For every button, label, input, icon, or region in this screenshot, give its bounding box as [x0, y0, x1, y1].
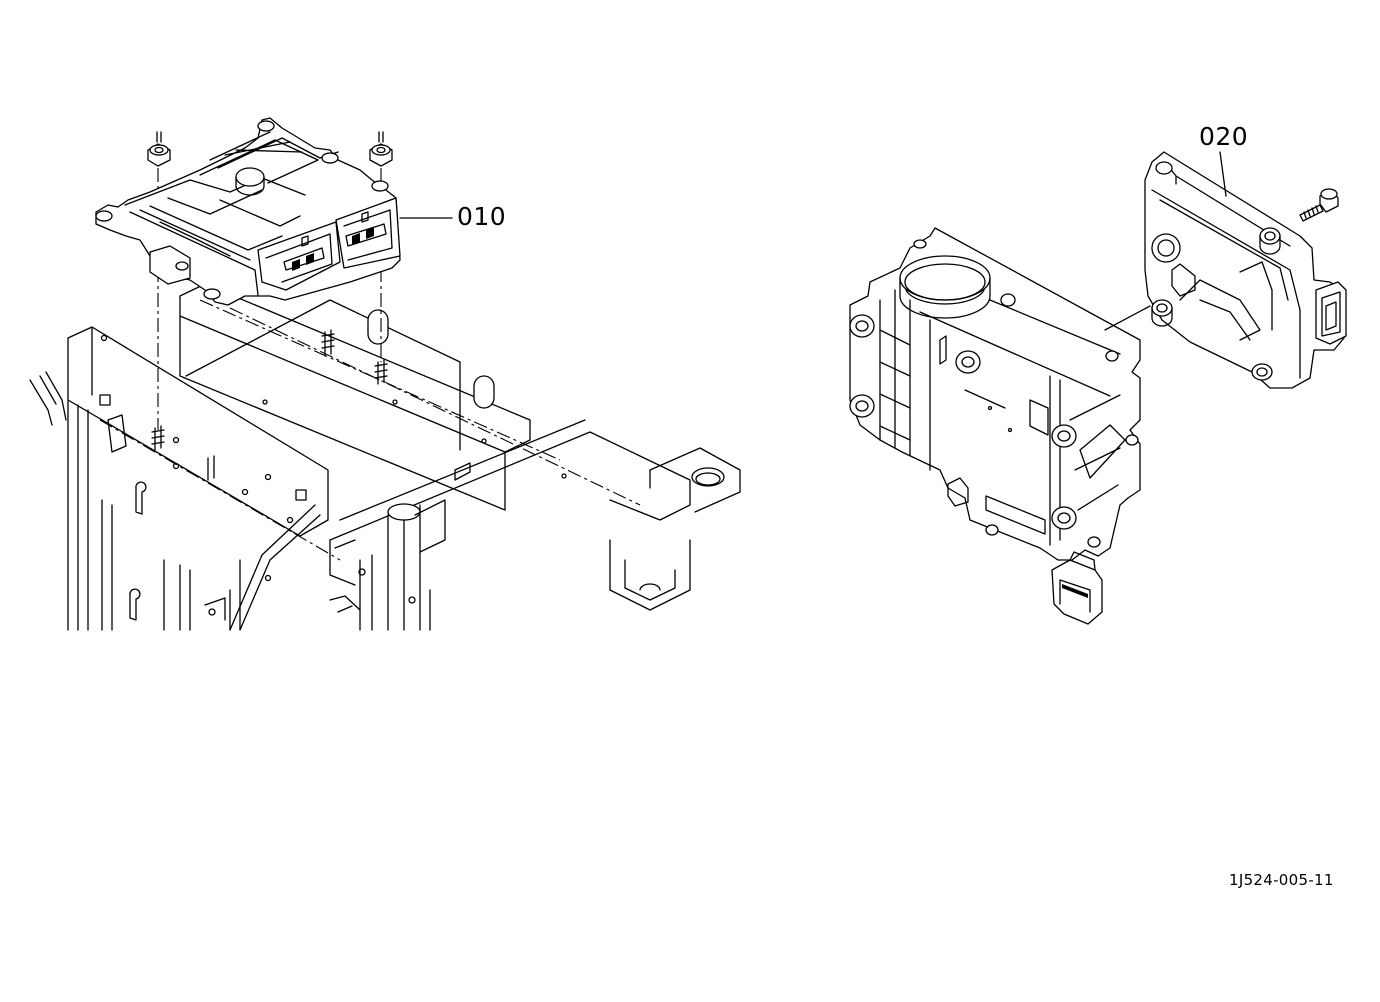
- assembly-line-020: [1104, 305, 1151, 331]
- ecu-unit-010: [95, 117, 401, 306]
- mounting-frame: [29, 168, 741, 631]
- drawing-number: 1J524-005-11: [1229, 871, 1334, 889]
- leader-line-020: [1219, 151, 1227, 197]
- callout-010: 010: [457, 202, 507, 231]
- housing-assembly: [849, 227, 1141, 625]
- ecu-unit-020: [1144, 151, 1347, 389]
- callout-020: 020: [1199, 122, 1249, 151]
